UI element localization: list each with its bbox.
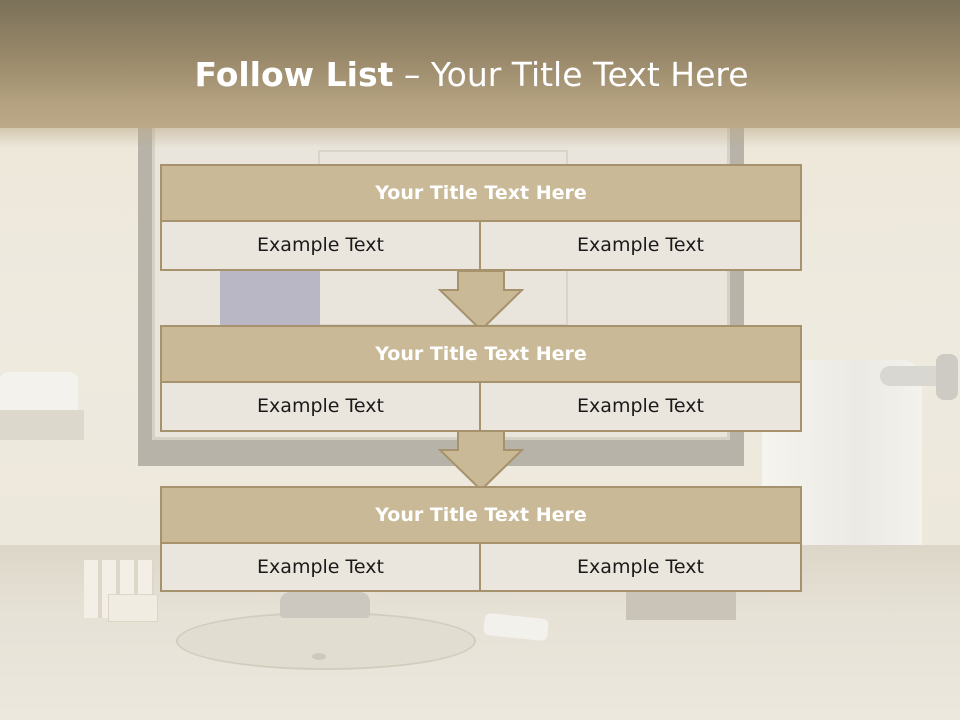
page-title: Follow List – Your Title Text Here: [0, 52, 943, 98]
sink-drain: [312, 653, 326, 660]
header-band: [0, 0, 960, 128]
shelf-left: [0, 410, 84, 440]
block-cell-right: Example Text: [481, 544, 800, 590]
faucet: [280, 592, 370, 618]
block-title: Your Title Text Here: [162, 488, 800, 544]
down-arrow-icon: [438, 270, 524, 332]
towel-bar: [880, 366, 950, 386]
tissue-box: [626, 588, 736, 620]
list-block-3: Your Title Text Here Example Text Exampl…: [160, 486, 802, 592]
block-title: Your Title Text Here: [162, 327, 800, 383]
list-block-1: Your Title Text Here Example Text Exampl…: [160, 164, 802, 271]
block-cell-left: Example Text: [162, 383, 481, 430]
page-title-bold: Follow List: [194, 55, 394, 94]
block-cell-left: Example Text: [162, 544, 481, 590]
block-title: Your Title Text Here: [162, 166, 800, 222]
sink-basin: [176, 612, 476, 670]
down-arrow-icon: [438, 430, 524, 492]
header-fade: [0, 126, 960, 148]
block-cell-right: Example Text: [481, 222, 800, 269]
towel-bar-mount: [936, 354, 958, 400]
mirror-reflection-curtain: [220, 270, 320, 326]
list-block-2: Your Title Text Here Example Text Exampl…: [160, 325, 802, 432]
page-title-rest: – Your Title Text Here: [393, 55, 749, 94]
block-cell-right: Example Text: [481, 383, 800, 430]
toiletry-box: [108, 594, 158, 622]
block-cell-left: Example Text: [162, 222, 481, 269]
